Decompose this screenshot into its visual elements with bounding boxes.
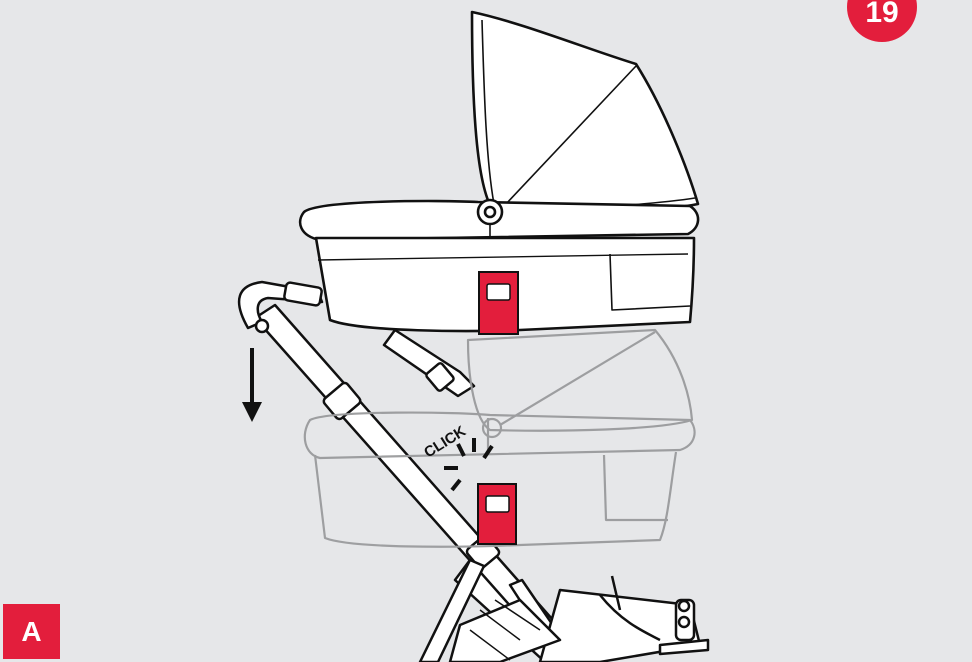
release-button-icon [479, 272, 518, 334]
click-indicator: CLICK [421, 423, 492, 490]
release-button-lowered [478, 484, 516, 544]
down-arrow-icon [242, 348, 262, 422]
step-number: 19 [865, 0, 898, 28]
panel-label: A [3, 604, 60, 659]
